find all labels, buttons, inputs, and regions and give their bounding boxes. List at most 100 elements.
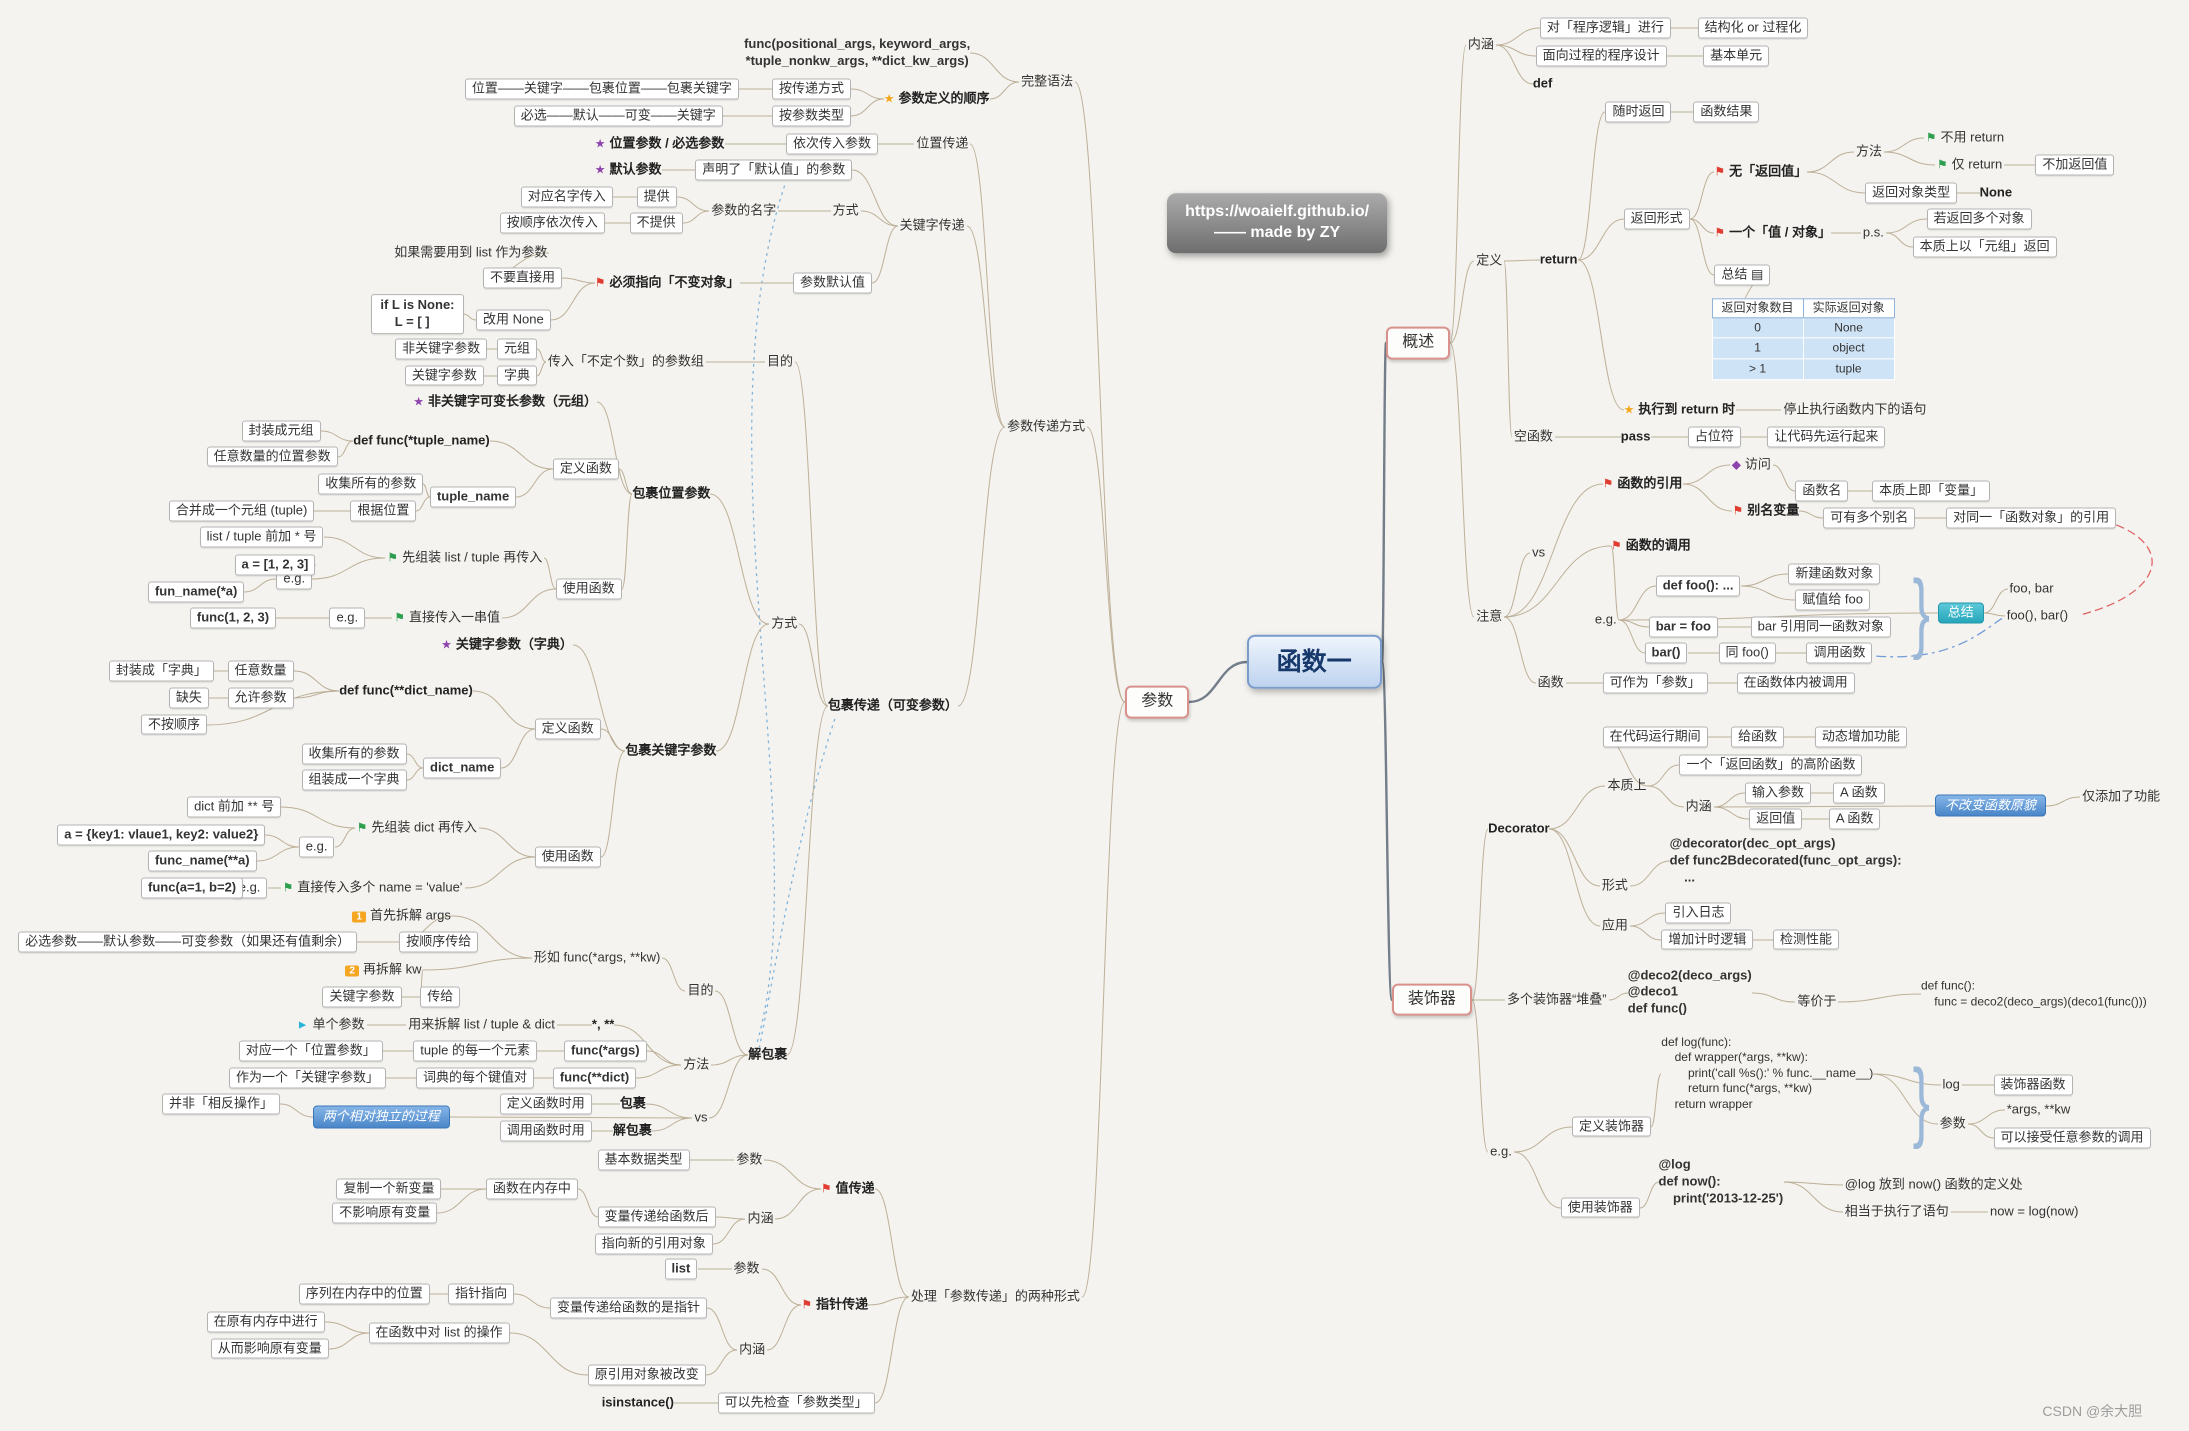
def_decl[interactable]: 声明了「默认值」的参数 [695, 159, 853, 181]
kongfn[interactable]: 空函数 [1513, 428, 1553, 444]
tuple_elem[interactable]: tuple 的每一个元素 [413, 1040, 538, 1062]
neihan2[interactable]: 内涵 [739, 1341, 766, 1357]
usefn1[interactable]: 使用函数 [555, 578, 622, 600]
suishi[interactable]: 随时返回 [1605, 101, 1672, 123]
zhi_cd[interactable]: ⚑值传递 [821, 1181, 875, 1198]
jin_ret[interactable]: ⚑仅 return [1935, 155, 2004, 174]
tingzhi[interactable]: 停止执行函数内下的语句 [1783, 401, 1927, 417]
fangwen[interactable]: ◆访问 [1730, 455, 1773, 474]
fangshi1[interactable]: 方式 [832, 202, 859, 218]
defkw[interactable]: def [1532, 75, 1553, 91]
bw_pos[interactable]: 包裹位置参数 [632, 485, 711, 501]
xzz2[interactable]: ⚑先组装 dict 再传入 [355, 818, 479, 837]
yingyong[interactable]: 应用 [1601, 917, 1628, 933]
deffoo[interactable]: def foo(): ... [1655, 575, 1741, 597]
fnming[interactable]: 函数名 [1795, 480, 1849, 502]
wm[interactable]: CSDN @余大胆 [2042, 1403, 2143, 1420]
feixiangfan[interactable]: 并非「相反操作」 [161, 1093, 280, 1115]
buanshunxu[interactable]: 不按顺序 [141, 714, 208, 735]
chuangei[interactable]: 传给 [420, 986, 461, 1008]
anshunxu[interactable]: 按顺序依次传入 [499, 212, 605, 234]
pos_in[interactable]: 依次传入参数 [785, 133, 878, 155]
bz_yz[interactable]: 本质上以「元组」返回 [1912, 236, 2057, 258]
foobar[interactable]: foo, bar [2009, 580, 2054, 596]
def_dict[interactable]: def func(**dict_name) [339, 682, 473, 698]
gaojie[interactable]: 一个「返回函数」的高阶函数 [1679, 754, 1863, 776]
fn_dy[interactable]: ⚑函数的调用 [1611, 537, 1691, 554]
badge[interactable]: https://woaielf.github.io/ —— made by ZY [1167, 193, 1388, 254]
zhanwei[interactable]: 占位符 [1687, 426, 1741, 448]
fh_type[interactable]: 返回对象类型 [1865, 182, 1958, 204]
dingyi_shi[interactable]: 定义函数时用 [499, 1093, 592, 1115]
tigong[interactable]: 提供 [636, 186, 677, 208]
zhuyi[interactable]: 注意 [1476, 608, 1503, 624]
bar_yy[interactable]: bar 引用同一函数对象 [1750, 616, 1892, 638]
zhijie2[interactable]: ⚑直接传入多个 name = 'value' [281, 878, 465, 897]
tuplename[interactable]: tuple_name [429, 486, 517, 508]
isinst[interactable]: isinstance() [601, 1394, 674, 1410]
zongjie2[interactable]: 总结 [1937, 602, 1984, 624]
yinru[interactable]: 引入日志 [1665, 902, 1732, 924]
xzz1[interactable]: ⚑先组装 list / tuple 再传入 [385, 549, 544, 568]
qianjia1[interactable]: list / tuple 前加 * 号 [199, 527, 324, 548]
zaifnti[interactable]: 在函数体内被调用 [1736, 672, 1855, 694]
pos_pass[interactable]: 位置传递 [916, 135, 969, 151]
funname_aa[interactable]: func_name(**a) [147, 850, 257, 872]
yonglai[interactable]: 用来拆解 list / tuple & dict [408, 1016, 555, 1032]
fzz_zd[interactable]: 封装成「字典」 [108, 661, 214, 682]
yuanzu[interactable]: 元组 [496, 338, 537, 360]
fangshi2[interactable]: 方式 [771, 615, 798, 631]
zuowei[interactable]: 作为一个「关键字参数」 [228, 1067, 386, 1089]
b_deco[interactable]: 装饰器 [1391, 983, 1472, 1016]
loguse[interactable]: @log def now(): print('2013-12-25') [1658, 1157, 1784, 1206]
yuan_chg[interactable]: 原引用对象被改变 [587, 1364, 706, 1386]
starstar[interactable]: *, ** [591, 1016, 615, 1032]
butigong[interactable]: 不提供 [629, 212, 683, 234]
bugaibian[interactable]: 不改变函数原貌 [1934, 794, 2046, 817]
jiebao_l[interactable]: 解包裹 [612, 1122, 652, 1138]
cidian_kv[interactable]: 词典的每个键值对 [416, 1067, 535, 1089]
fanhuizhi[interactable]: 返回值 [1749, 809, 1803, 830]
chuli[interactable]: 处理「参数传递」的两种形式 [910, 1288, 1080, 1304]
bz_bl[interactable]: 本质上即「变量」 [1872, 480, 1991, 502]
pos_param[interactable]: ★位置参数 / 必选参数 [595, 135, 725, 152]
fn_result[interactable]: 函数结果 [1693, 101, 1760, 123]
logn[interactable]: log [1942, 1076, 1960, 1092]
fzz_yz[interactable]: 封装成元组 [241, 420, 321, 442]
buding[interactable]: 传入「不定个数」的参数组 [547, 353, 704, 369]
cansh2[interactable]: 参数 [733, 1260, 760, 1276]
gjz2[interactable]: 关键字参数 [322, 986, 402, 1008]
sydeco[interactable]: 使用装饰器 [1560, 1197, 1640, 1219]
dictname[interactable]: dict_name [423, 757, 502, 779]
decofn[interactable]: 装饰器函数 [1993, 1074, 2073, 1096]
nonekw[interactable]: None [1979, 184, 2013, 200]
fanhui_xs[interactable]: 返回形式 [1623, 208, 1690, 230]
yunxu[interactable]: 允许参数 [227, 687, 294, 709]
benzhi2[interactable]: 本质上 [1607, 777, 1647, 793]
yige[interactable]: ⚑一个「值 / 对象」 [1714, 225, 1831, 242]
jiegou[interactable]: 结构化 or 过程化 [1697, 17, 1809, 39]
deco_form[interactable]: @decorator(dec_opt_args) def func2Bdecor… [1669, 836, 1902, 885]
shouji2[interactable]: 收集所有的参数 [301, 743, 407, 765]
deffn1[interactable]: 定义函数 [552, 458, 619, 480]
funname_a[interactable]: fun_name(*a) [147, 581, 245, 603]
genju[interactable]: 根据位置 [350, 500, 417, 522]
b_over[interactable]: 概述 [1386, 327, 1451, 360]
fn_yy[interactable]: ⚑函数的引用 [1603, 476, 1683, 493]
keyijs[interactable]: 可以接受任意参数的调用 [1993, 1127, 2151, 1149]
dongtai[interactable]: 动态增加功能 [1814, 726, 1907, 748]
diaoyong_shi[interactable]: 调用函数时用 [499, 1120, 592, 1142]
barcall[interactable]: bar() [1644, 642, 1688, 664]
mudi2[interactable]: 目的 [687, 982, 714, 998]
duiying2[interactable]: 对应一个「位置参数」 [238, 1040, 383, 1062]
kwd_hdr[interactable]: ★关键字参数（字典） [441, 637, 573, 654]
neihan3[interactable]: 内涵 [1467, 36, 1494, 52]
must_imm[interactable]: ⚑必须指向「不变对象」 [595, 275, 740, 292]
quanyu[interactable]: 完整语法 [1021, 73, 1074, 89]
neihan4[interactable]: 内涵 [1685, 798, 1712, 814]
barfoo[interactable]: bar = foo [1648, 616, 1718, 638]
list_op[interactable]: 在函数中对 list 的操作 [368, 1322, 510, 1344]
